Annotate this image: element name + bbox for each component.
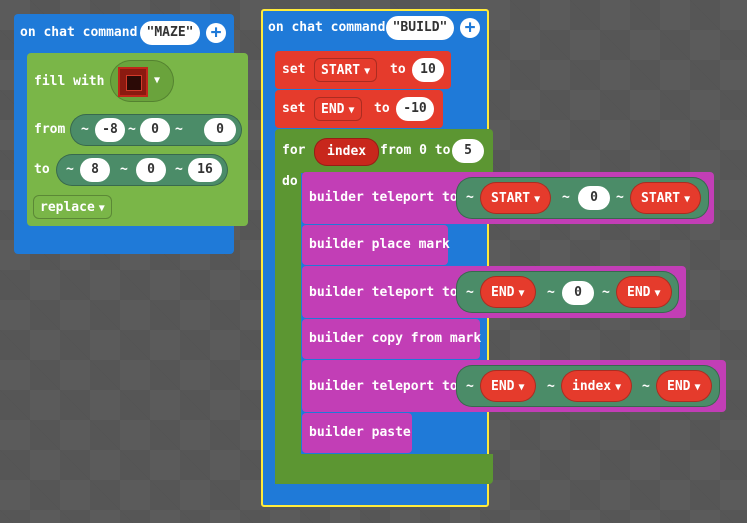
teleport-label: builder teleport to [309, 285, 458, 300]
chevron-down-icon: ▼ [694, 382, 701, 393]
chevron-down-icon: ▼ [364, 66, 371, 77]
end-variable-dropdown[interactable]: END▼ [480, 276, 536, 308]
place-mark-label: builder place mark [309, 237, 450, 252]
end-variable-label: END [321, 102, 345, 117]
chevron-down-icon: ▼ [98, 203, 105, 214]
tilde: ~ [547, 285, 555, 300]
tilde: ~ [128, 122, 136, 137]
copy-from-mark-label: builder copy from mark [309, 331, 482, 346]
set-end-to-label: to [374, 101, 390, 116]
end-variable-label: END [491, 285, 515, 300]
start-variable-label: START [491, 191, 531, 206]
set-start-keyword: set [282, 62, 306, 77]
end-variable-label: END [491, 379, 515, 394]
tilde: ~ [466, 379, 474, 394]
start-variable-label: START [321, 63, 361, 78]
end-variable-dropdown[interactable]: END▼ [616, 276, 672, 308]
teleport-y-input[interactable]: 0 [578, 186, 610, 210]
to-label: to [34, 162, 50, 177]
tilde: ~ [602, 285, 610, 300]
teleport-label: builder teleport to [309, 379, 458, 394]
chevron-down-icon: ▼ [684, 194, 691, 205]
fill-with-label: fill with [34, 74, 105, 89]
for-range-label: from 0 to [380, 143, 451, 158]
end-variable-label: END [667, 379, 691, 394]
from-x-input[interactable]: -8 [95, 118, 125, 142]
loop-variable[interactable]: index [314, 138, 380, 166]
for-end-input[interactable]: 5 [452, 139, 484, 163]
chevron-down-icon: ▼ [154, 75, 161, 86]
end-value-input[interactable]: -10 [396, 97, 434, 121]
tilde: ~ [175, 162, 183, 177]
tilde: ~ [120, 162, 128, 177]
for-loop-footer [275, 454, 493, 484]
index-variable-label: index [572, 379, 612, 394]
tilde: ~ [547, 379, 555, 394]
fill-mode-label: replace [40, 200, 95, 215]
start-variable-dropdown[interactable]: START▼ [630, 182, 702, 214]
build-event-label: on chat command [268, 20, 386, 35]
chevron-down-icon: ▼ [518, 382, 525, 393]
build-command-input[interactable]: "BUILD" [386, 16, 454, 40]
start-value-input[interactable]: 10 [412, 58, 444, 82]
maze-event-label: on chat command [20, 25, 138, 40]
set-start-to-label: to [390, 62, 406, 77]
maze-command-input[interactable]: "MAZE" [140, 21, 200, 45]
to-x-input[interactable]: 8 [80, 158, 110, 182]
tilde: ~ [642, 379, 650, 394]
to-z-input[interactable]: 16 [188, 158, 222, 182]
from-z-input[interactable]: 0 [204, 118, 236, 142]
tilde: ~ [562, 190, 570, 205]
chevron-down-icon: ▼ [615, 382, 622, 393]
start-variable-dropdown[interactable]: START▼ [314, 58, 378, 82]
chevron-down-icon: ▼ [534, 194, 541, 205]
set-end-keyword: set [282, 101, 306, 116]
do-keyword: do [282, 174, 298, 189]
for-loop-arm [275, 172, 301, 484]
end-variable-dropdown[interactable]: END▼ [656, 370, 712, 402]
builder-place-mark-block[interactable] [302, 225, 448, 265]
from-y-input[interactable]: 0 [140, 118, 170, 142]
teleport-label: builder teleport to [309, 190, 458, 205]
tilde: ~ [616, 190, 624, 205]
builder-copy-from-mark-block[interactable] [302, 319, 480, 359]
tilde: ~ [466, 190, 474, 205]
start-variable-label: START [641, 191, 681, 206]
tilde: ~ [81, 122, 89, 137]
end-variable-label: END [627, 285, 651, 300]
build-add-parameter-icon[interactable]: + [460, 18, 480, 38]
to-y-input[interactable]: 0 [136, 158, 166, 182]
chevron-down-icon: ▼ [518, 288, 525, 299]
chevron-down-icon: ▼ [654, 288, 661, 299]
for-keyword: for [282, 143, 306, 158]
end-variable-dropdown[interactable]: END▼ [314, 97, 362, 121]
teleport-y-input[interactable]: 0 [562, 281, 594, 305]
index-variable-dropdown[interactable]: index▼ [561, 370, 633, 402]
fill-mode-dropdown[interactable]: replace▼ [33, 195, 112, 219]
tilde: ~ [66, 162, 74, 177]
redstone-block-icon [118, 67, 148, 97]
tilde: ~ [466, 285, 474, 300]
chevron-down-icon: ▼ [348, 105, 355, 116]
from-label: from [34, 122, 66, 137]
maze-add-parameter-icon[interactable]: + [206, 23, 226, 43]
start-variable-dropdown[interactable]: START▼ [480, 182, 552, 214]
paste-label: builder paste [309, 425, 411, 440]
end-variable-dropdown[interactable]: END▼ [480, 370, 536, 402]
builder-paste-block[interactable] [302, 413, 412, 453]
tilde: ~ [175, 122, 183, 137]
